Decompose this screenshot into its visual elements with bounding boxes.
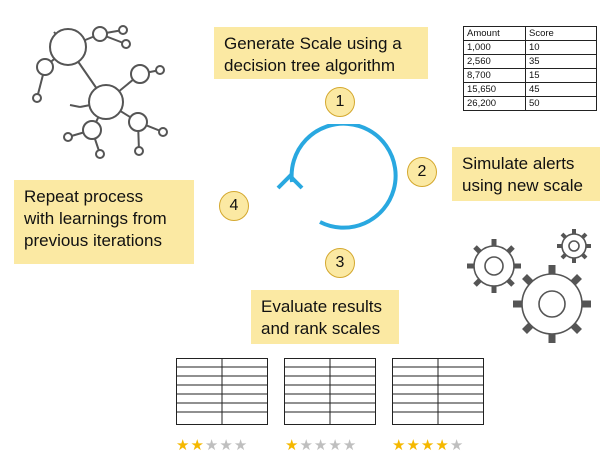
table-row: 26,200 50 bbox=[463, 96, 597, 111]
table-grid-icon bbox=[392, 358, 484, 425]
score-cell: 35 bbox=[525, 54, 597, 69]
amount-cell: 2,560 bbox=[463, 54, 526, 69]
star-icon: ★ bbox=[435, 437, 449, 454]
star-icon: ★ bbox=[406, 437, 420, 454]
network-molecule-icon bbox=[32, 25, 168, 159]
score-table-header-score: Score bbox=[525, 26, 597, 41]
step-4-label-line3: previous iterations bbox=[24, 231, 162, 250]
step-4-callout: Repeat process with learnings from previ… bbox=[14, 180, 194, 264]
score-cell: 10 bbox=[525, 40, 597, 55]
star-icon: ★ bbox=[233, 437, 248, 454]
step-1-label-line2: decision tree algorithm bbox=[224, 56, 396, 75]
star-icon: ★ bbox=[299, 437, 313, 454]
step-4-label-line1: Repeat process bbox=[24, 187, 144, 206]
table-row: 15,650 45 bbox=[463, 82, 597, 97]
step-3-callout: Evaluate results and rank scales bbox=[251, 290, 399, 344]
step-2-label-line1: Simulate alerts bbox=[462, 154, 575, 173]
step-3-label-line2: and rank scales bbox=[261, 319, 381, 338]
amount-cell: 26,200 bbox=[463, 96, 526, 111]
gears-icon bbox=[467, 229, 591, 343]
step-3-label-line1: Evaluate results bbox=[261, 297, 382, 316]
star-icon: ★ bbox=[328, 437, 342, 454]
star-icon: ★ bbox=[176, 437, 190, 454]
star-icon: ★ bbox=[204, 437, 219, 454]
cycle-arrow-icon bbox=[276, 124, 398, 230]
table-grid-icon bbox=[176, 358, 268, 425]
star-icon: ★ bbox=[285, 437, 299, 454]
score-table-header: Amount Score bbox=[463, 26, 597, 41]
star-icon: ★ bbox=[313, 437, 328, 454]
step-1-label-line1: Generate Scale using a bbox=[224, 34, 402, 53]
star-icon: ★ bbox=[420, 437, 435, 454]
score-cell: 15 bbox=[525, 68, 597, 83]
step-2-badge: 2 bbox=[407, 157, 437, 187]
step-4-badge: 4 bbox=[219, 191, 249, 221]
amount-cell: 1,000 bbox=[463, 40, 526, 55]
amount-cell: 15,650 bbox=[463, 82, 526, 97]
star-icon: ★ bbox=[392, 437, 406, 454]
step-1-badge: 1 bbox=[325, 87, 355, 117]
rating-stars-3: ★★★★★ bbox=[392, 437, 464, 455]
star-icon: ★ bbox=[449, 437, 464, 454]
table-row: 1,000 10 bbox=[463, 40, 597, 55]
score-table-header-amount: Amount bbox=[463, 26, 526, 41]
star-icon: ★ bbox=[190, 437, 204, 454]
table-grid-icon bbox=[284, 358, 376, 425]
rating-stars-1: ★★★★★ bbox=[176, 437, 248, 455]
rating-stars-2: ★★★★★ bbox=[285, 437, 357, 455]
step-4-label-line2: with learnings from bbox=[24, 209, 167, 228]
table-row: 8,700 15 bbox=[463, 68, 597, 83]
step-3-badge: 3 bbox=[325, 248, 355, 278]
star-icon: ★ bbox=[342, 437, 357, 454]
score-table: Amount Score 1,000 10 2,560 35 8,700 15 … bbox=[463, 26, 597, 111]
step-2-label-line2: using new scale bbox=[462, 176, 583, 195]
step-2-callout: Simulate alerts using new scale bbox=[452, 147, 600, 201]
amount-cell: 8,700 bbox=[463, 68, 526, 83]
score-cell: 50 bbox=[525, 96, 597, 111]
step-1-callout: Generate Scale using a decision tree alg… bbox=[214, 27, 428, 79]
score-cell: 45 bbox=[525, 82, 597, 97]
table-row: 2,560 35 bbox=[463, 54, 597, 69]
star-icon: ★ bbox=[219, 437, 233, 454]
